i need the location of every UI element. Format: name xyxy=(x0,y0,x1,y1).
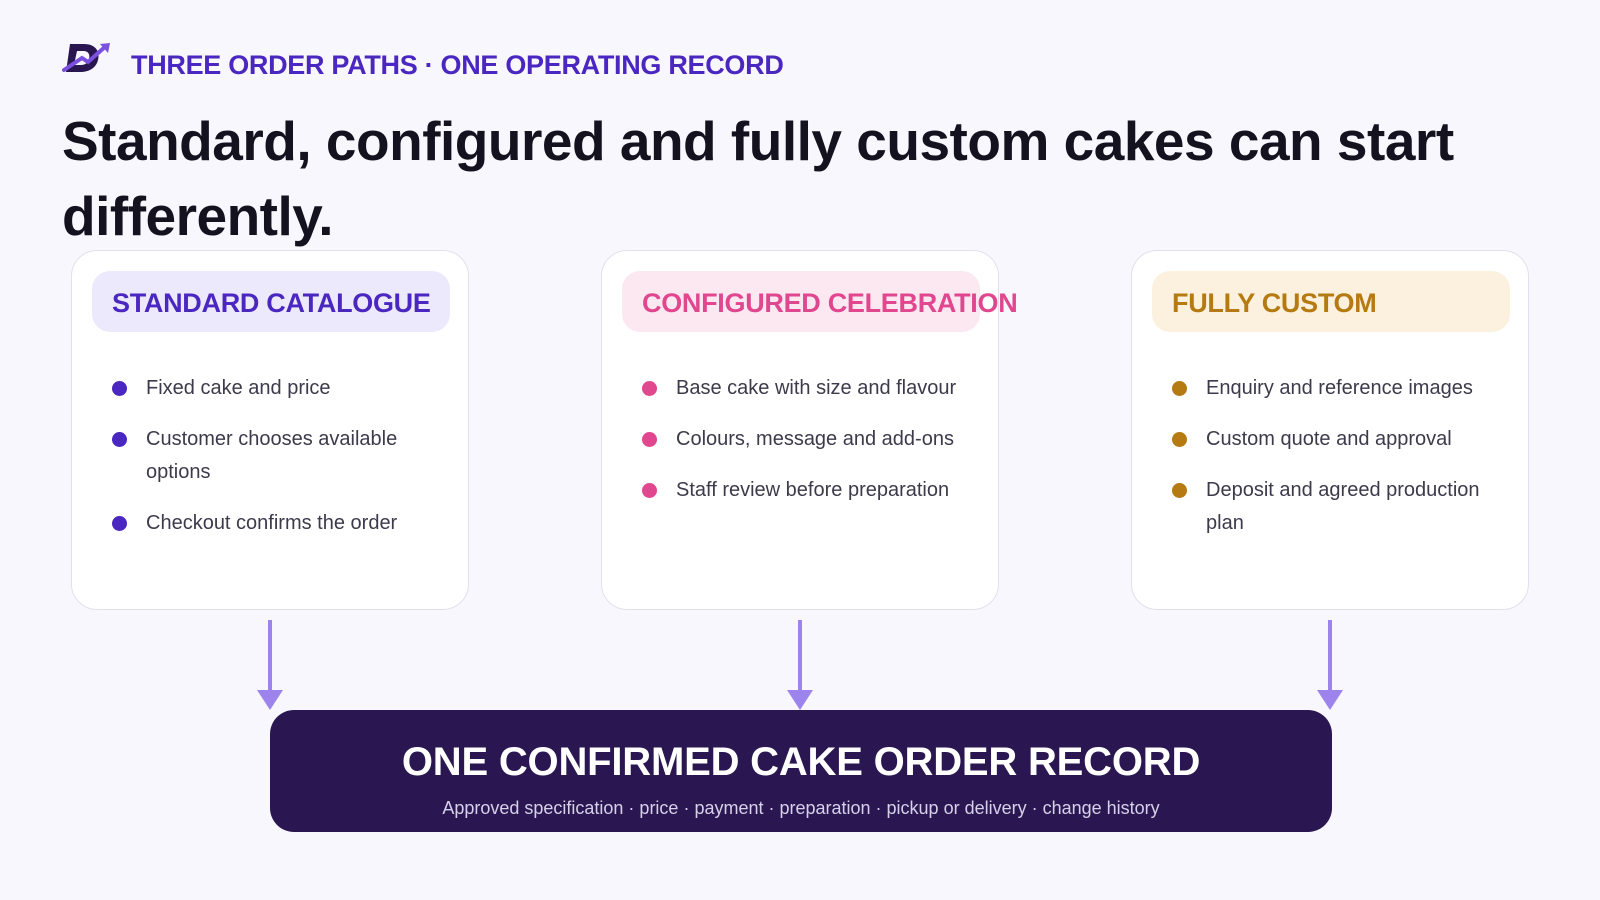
list-item: Custom quote and approval xyxy=(1172,423,1502,456)
list-item: Enquiry and reference images xyxy=(1172,372,1502,405)
list-item: Checkout confirms the order xyxy=(112,507,442,540)
list-item-text: Custom quote and approval xyxy=(1206,428,1452,450)
path-card-standard: STANDARD CATALOGUE Fixed cake and price … xyxy=(71,250,469,610)
path-steps-list: Base cake with size and flavour Colours,… xyxy=(642,372,972,525)
list-item-text: Fixed cake and price xyxy=(146,377,331,399)
list-item: Colours, message and add-ons xyxy=(642,423,972,456)
record-title: ONE CONFIRMED CAKE ORDER RECORD xyxy=(401,740,1201,784)
bullet-dot-icon xyxy=(112,432,127,447)
list-item-text: Checkout confirms the order xyxy=(146,512,398,534)
path-card-configured: CONFIGURED CELEBRATION Base cake with si… xyxy=(601,250,1018,610)
list-item: Deposit and agreed production plan xyxy=(1172,474,1502,540)
list-item-text: Deposit and agreed production plan xyxy=(1206,479,1480,534)
path-card-title: FULLY CUSTOM xyxy=(1172,288,1377,318)
page-headline: Standard, configured and fully custom ca… xyxy=(62,110,1454,247)
bullet-dot-icon xyxy=(1172,483,1187,498)
path-steps-list: Fixed cake and price Customer chooses av… xyxy=(112,372,442,558)
bullet-dot-icon xyxy=(642,381,657,396)
bullet-dot-icon xyxy=(112,381,127,396)
list-item-text: Colours, message and add-ons xyxy=(676,428,954,450)
list-item: Customer chooses available options xyxy=(112,423,442,489)
path-steps-list: Enquiry and reference images Custom quot… xyxy=(1172,372,1502,558)
list-item-text: Customer chooses available options xyxy=(146,428,398,483)
list-item: Fixed cake and price xyxy=(112,372,442,405)
list-item: Staff review before preparation xyxy=(642,474,972,507)
bullet-dot-icon xyxy=(642,483,657,498)
list-item-text: Base cake with size and flavour xyxy=(676,377,957,399)
record-subtitle: Approved specification · price · payment… xyxy=(442,798,1160,818)
bullet-dot-icon xyxy=(112,516,127,531)
path-card-header: CONFIGURED CELEBRATION xyxy=(622,271,1018,332)
path-card-title: STANDARD CATALOGUE xyxy=(112,288,431,318)
list-item-text: Enquiry and reference images xyxy=(1206,377,1473,399)
path-card-custom: FULLY CUSTOM Enquiry and reference image… xyxy=(1131,250,1529,610)
path-card-title: CONFIGURED CELEBRATION xyxy=(642,288,1018,318)
bullet-dot-icon xyxy=(1172,381,1187,396)
list-item: Base cake with size and flavour xyxy=(642,372,972,405)
path-card-header: STANDARD CATALOGUE xyxy=(92,271,450,332)
list-item-text: Staff review before preparation xyxy=(676,479,950,501)
path-card-header: FULLY CUSTOM xyxy=(1152,271,1510,332)
arrow-down-icon xyxy=(257,620,283,710)
arrow-down-icon xyxy=(787,620,813,710)
confirmed-order-record: ONE CONFIRMED CAKE ORDER RECORD Approved… xyxy=(270,710,1332,832)
eyebrow-title: THREE ORDER PATHS · ONE OPERATING RECORD xyxy=(131,50,784,80)
arrow-down-icon xyxy=(1317,620,1343,710)
bullet-dot-icon xyxy=(642,432,657,447)
bullet-dot-icon xyxy=(1172,432,1187,447)
brand-logo-icon xyxy=(62,43,110,72)
